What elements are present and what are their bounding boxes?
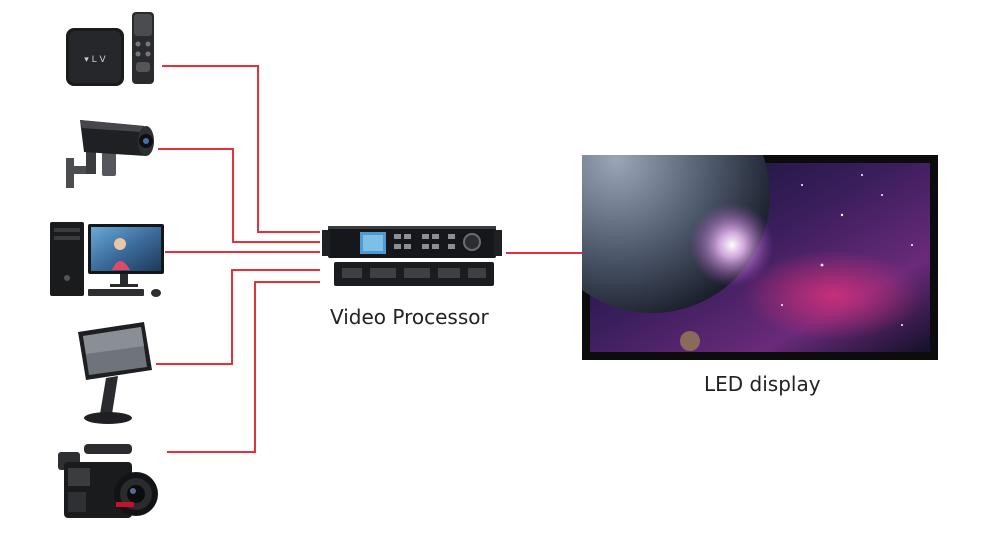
wire-touch-kiosk bbox=[156, 269, 320, 365]
wire-video-camera bbox=[167, 281, 320, 453]
svg-text:▾ L V: ▾ L V bbox=[84, 55, 106, 65]
led-display-screen bbox=[582, 155, 938, 360]
led-display-label: LED display bbox=[704, 372, 821, 396]
wire-tv-box bbox=[162, 65, 320, 233]
tv-box-icon: ▾ L V bbox=[66, 12, 154, 86]
wire-cctv-camera bbox=[158, 148, 320, 243]
video-processor-icon bbox=[322, 226, 502, 286]
video-processor-label: Video Processor bbox=[330, 305, 489, 329]
desktop-computer-icon bbox=[50, 222, 164, 297]
video-camera-icon bbox=[58, 444, 158, 518]
cctv-camera-icon bbox=[66, 120, 154, 188]
touch-kiosk-icon bbox=[78, 322, 152, 424]
